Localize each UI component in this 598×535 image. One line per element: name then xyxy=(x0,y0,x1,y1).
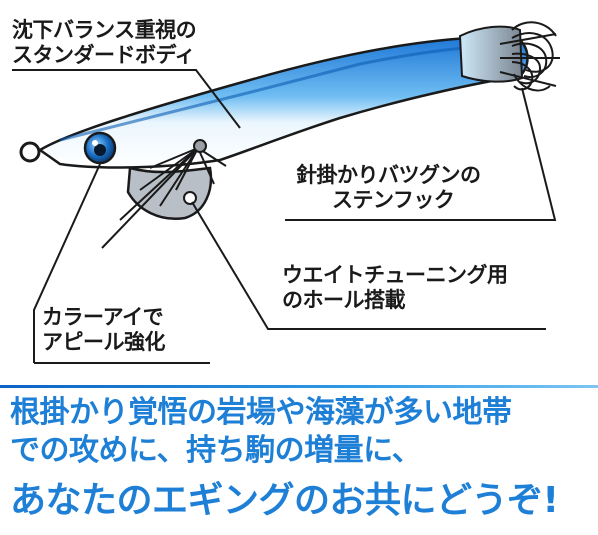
color-eye-icon xyxy=(83,131,117,165)
leader-lines xyxy=(12,69,557,364)
callout-eye: カラーアイで アピール強化 xyxy=(42,305,166,355)
callout-hook: 針掛かりバツグンの ステンフック xyxy=(296,163,481,213)
callout-body-line2: スタンダードボディ xyxy=(12,43,196,67)
callout-hook-line1: 針掛かりバツグンの xyxy=(296,163,481,187)
callout-eye-line2: アピール強化 xyxy=(42,330,166,354)
footer-headline: あなたのエギングのお共にどうぞ! xyxy=(10,480,559,521)
callout-eye-line1: カラーアイで xyxy=(42,305,164,329)
feather-base-icon xyxy=(193,139,207,153)
promo-footer: 根掛かり覚悟の岩場や海藻が多い地帯 での攻めに、持ち駒の増量に、 あなたのエギン… xyxy=(0,385,598,535)
callout-hook-line2: ステンフック xyxy=(332,188,455,212)
callout-body: 沈下バランス重視の スタンダードボディ xyxy=(12,18,197,68)
tuning-hole-icon xyxy=(183,191,197,205)
callout-hole-line2: のホール搭載 xyxy=(282,288,406,312)
stainless-hook-icon xyxy=(499,21,560,92)
egi-lure-diagram xyxy=(12,21,560,364)
footer-line-2: での攻めに、持ち駒の増量に、 xyxy=(10,433,422,468)
line-tie-icon xyxy=(19,141,41,163)
callout-hole-line1: ウエイトチューニング用 xyxy=(282,263,508,287)
footer-line-1: 根掛かり覚悟の岩場や海藻が多い地帯 xyxy=(10,395,512,430)
callout-hole: ウエイトチューニング用 のホール搭載 xyxy=(282,263,508,313)
footer-divider xyxy=(0,385,598,388)
callout-body-line1: 沈下バランス重視の xyxy=(12,18,197,42)
feather-hackle-icon xyxy=(101,147,227,249)
